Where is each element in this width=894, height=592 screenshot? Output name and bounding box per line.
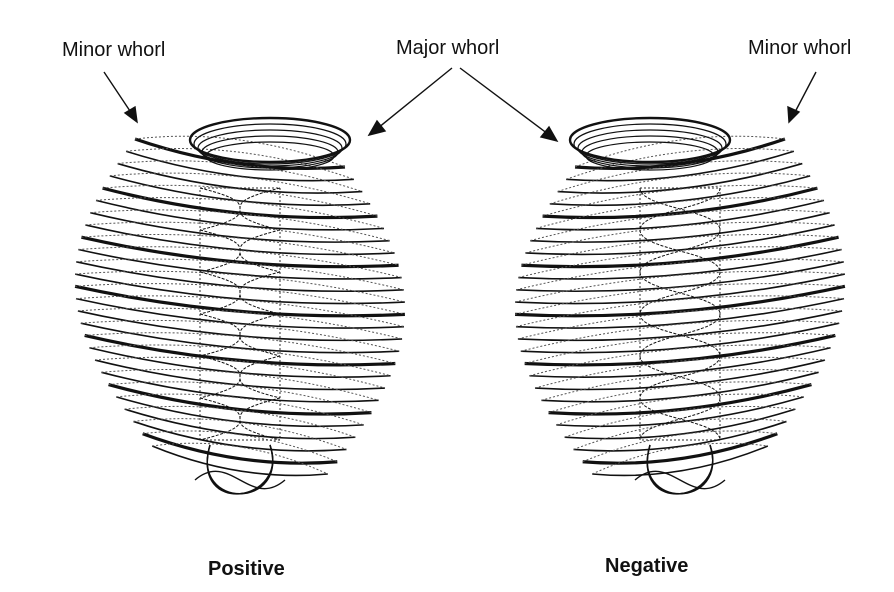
positive-supercoil [74,116,406,495]
negative-supercoil [514,116,846,495]
negative-caption: Negative [605,555,688,577]
minor-whorl-lobe [568,116,732,171]
arrow-major-to-left [367,67,453,137]
tail-loops [634,444,726,495]
arrow-minor-right [787,71,817,124]
arrow-major-to-right [459,67,559,143]
callout-arrows [103,67,817,143]
major-whorl-turns [514,135,846,477]
arrow-minor-left [103,71,138,124]
major-whorl-label: Major whorl [396,37,499,59]
major-whorl-turns [74,135,406,477]
minor-whorl-left-label: Minor whorl [62,39,165,61]
tail-loops [194,444,286,495]
positive-caption: Positive [208,558,285,580]
minor-whorl-lobe [188,116,352,171]
minor-whorl-right-label: Minor whorl [748,37,851,59]
